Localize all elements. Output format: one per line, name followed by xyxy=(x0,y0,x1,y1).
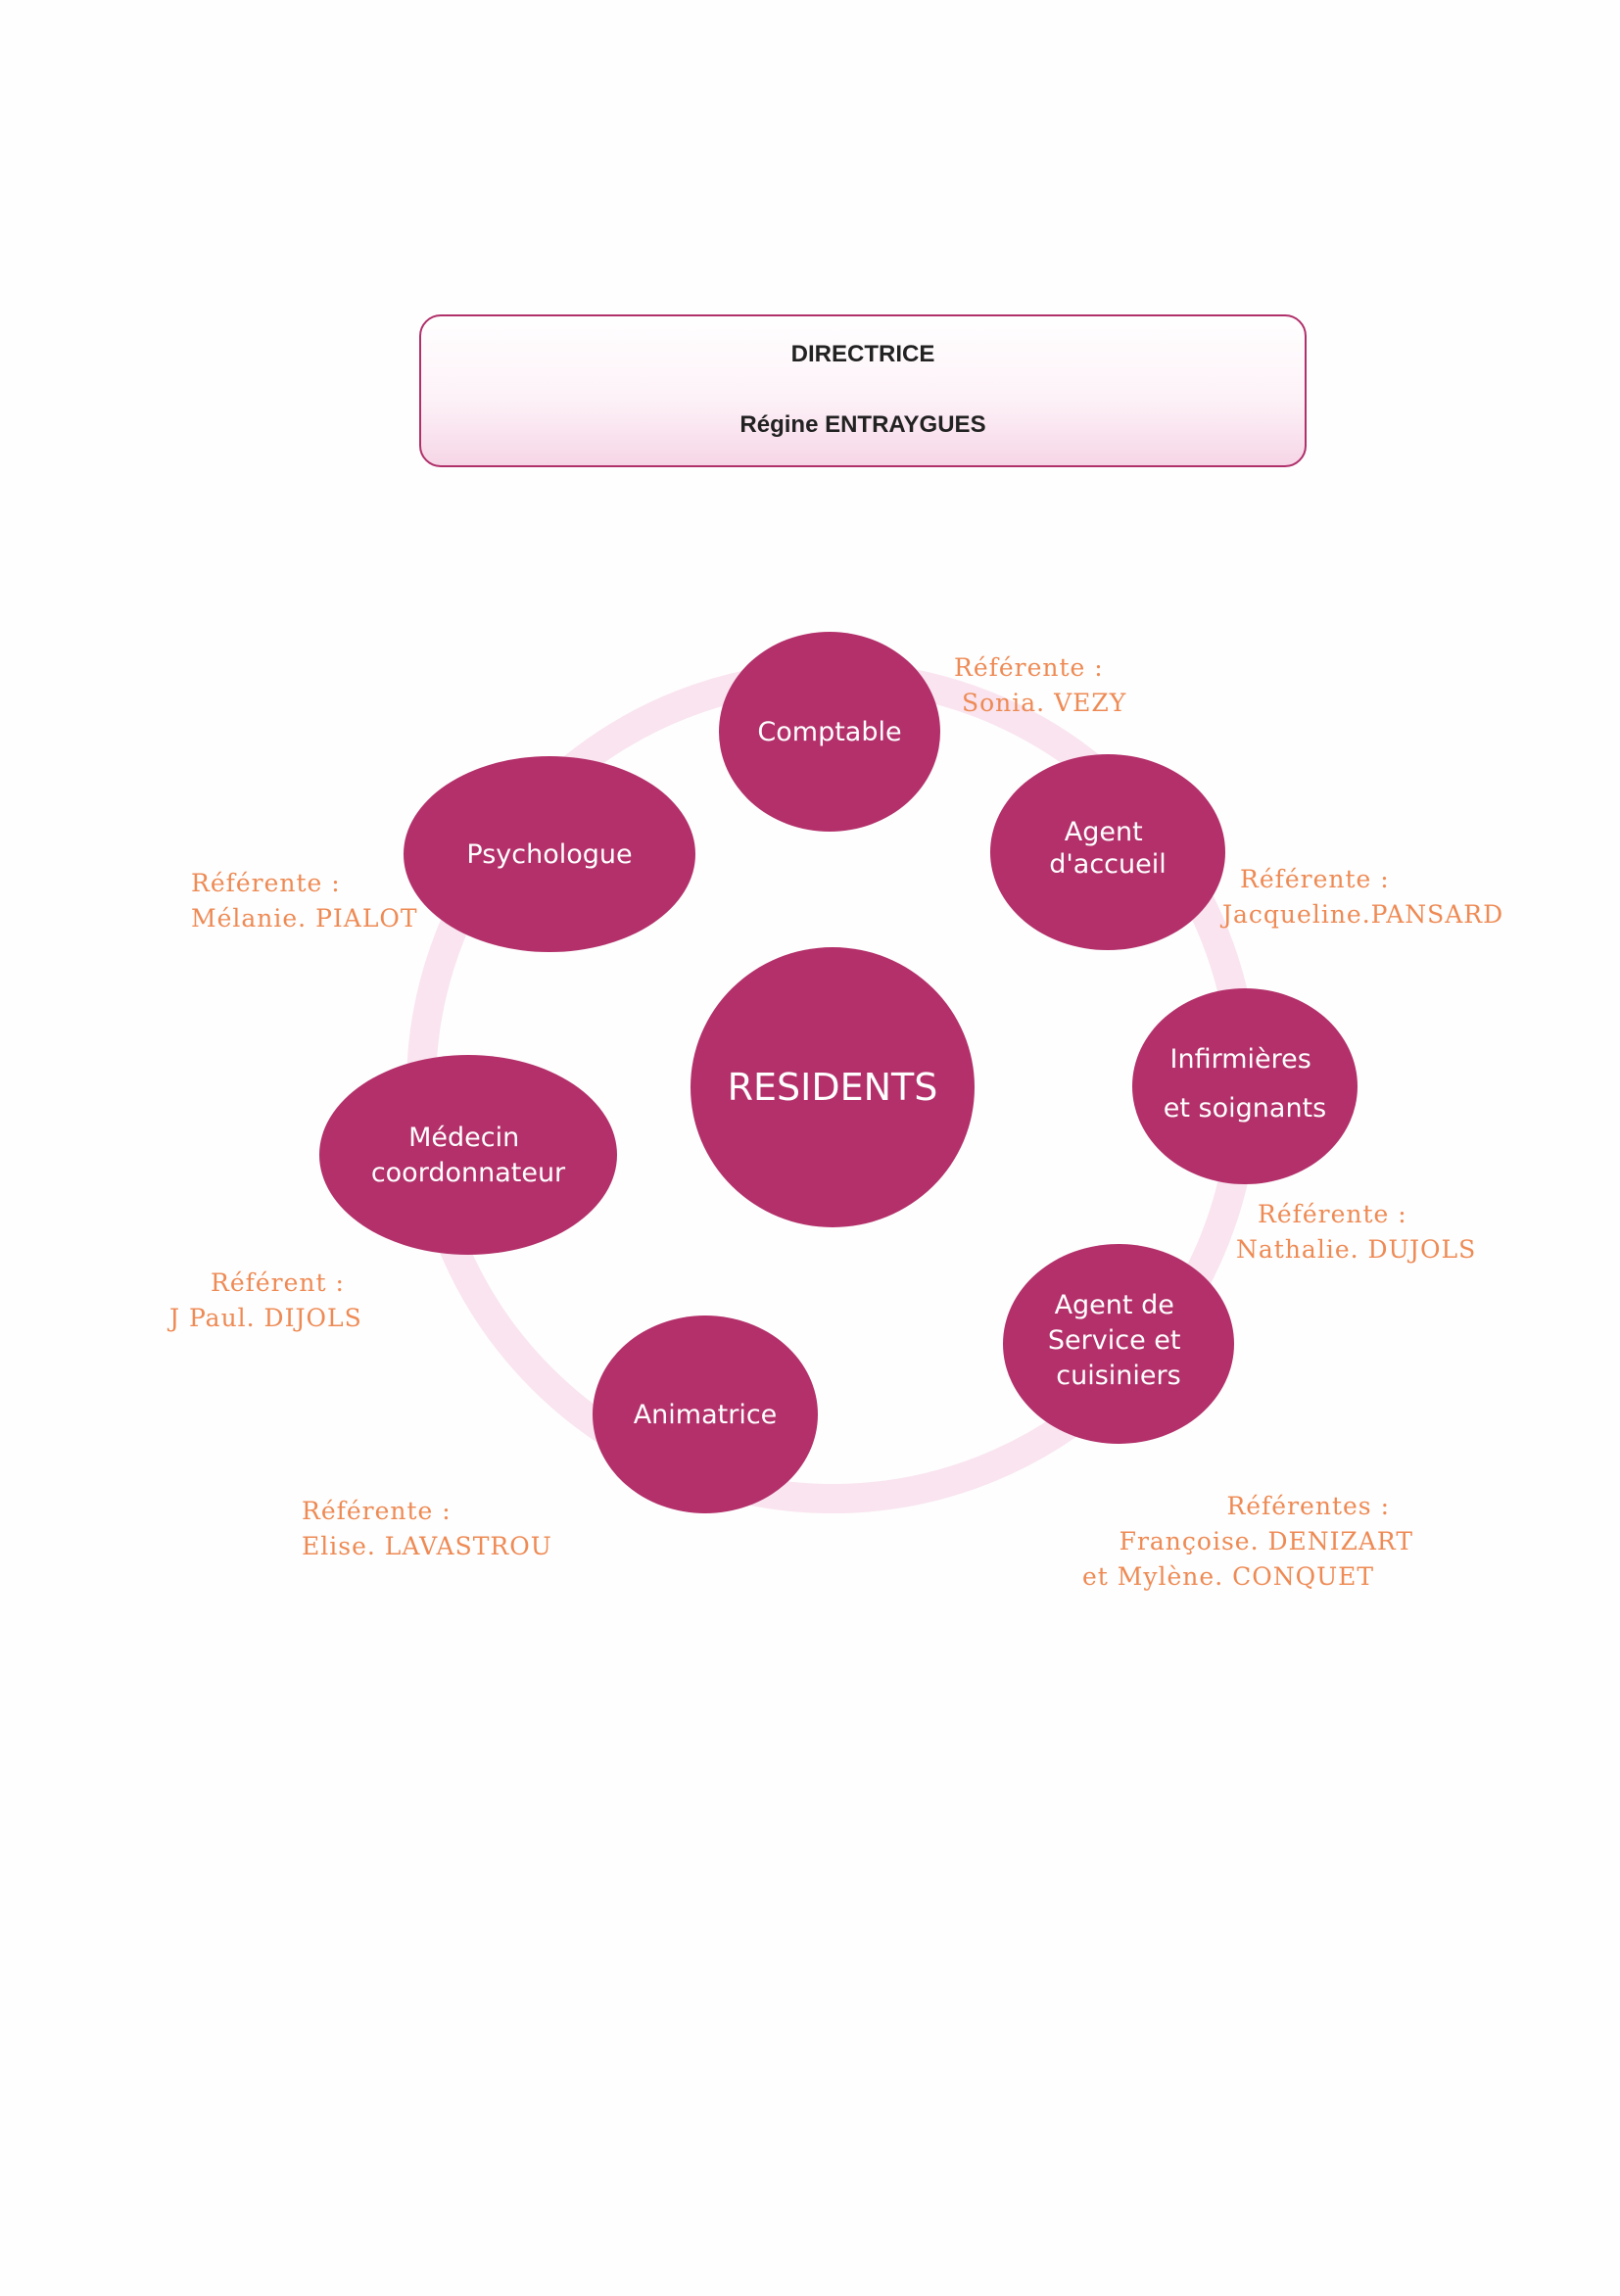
node-comptable: Comptable xyxy=(719,632,940,832)
node-comptable-label-line-1: Comptable xyxy=(757,717,901,747)
referent-psychologue: Référente : Mélanie. PIALOT xyxy=(191,866,418,936)
referent-medecin: Référent : J Paul. DIJOLS xyxy=(169,1266,362,1336)
svg-text:RESIDENTS: RESIDENTS xyxy=(728,1066,938,1109)
node-medecin-label-line-2: coordonnateur xyxy=(371,1158,566,1188)
svg-text:Médecin coordonnateur: Médecin coordonnateur xyxy=(371,1123,566,1188)
referent-infirmieres-person: Nathalie. DUJOLS xyxy=(1236,1235,1477,1264)
node-infirmieres: Infirmières et soignants xyxy=(1132,988,1358,1184)
referent-medecin-person: J Paul. DIJOLS xyxy=(169,1304,362,1332)
node-medecin: Médecin coordonnateur xyxy=(319,1055,617,1255)
node-agent-service-label-line-1: Agent de xyxy=(1055,1290,1174,1320)
referent-animatrice-person: Elise. LAVASTROU xyxy=(302,1532,552,1560)
node-agent-service: Agent de Service et cuisiniers xyxy=(1003,1244,1234,1444)
director-title: DIRECTRICE xyxy=(790,341,935,367)
svg-text:Infirmières et soignan: Infirmières et soignants xyxy=(1164,1044,1326,1124)
node-animatrice: Animatrice xyxy=(593,1315,818,1513)
node-agent-service-label-line-3: cuisiniers xyxy=(1056,1361,1180,1391)
svg-text:Animatrice: Animatrice xyxy=(634,1400,778,1430)
director-box: DIRECTRICE Régine ENTRAYGUES xyxy=(419,314,1307,467)
node-agent-accueil: Agent d'accueil xyxy=(990,754,1225,950)
node-infirmieres-label-line-1: Infirmières xyxy=(1170,1044,1311,1075)
node-comptable-shape xyxy=(719,632,940,832)
node-residents-shape xyxy=(691,947,975,1227)
referent-animatrice: Référente : Elise. LAVASTROU xyxy=(302,1494,552,1564)
referent-comptable-role: Référente : xyxy=(954,653,1104,682)
referent-agent-accueil-person: Jacqueline.PANSARD xyxy=(1222,900,1504,929)
referent-psychologue-person: Mélanie. PIALOT xyxy=(191,904,418,933)
node-infirmieres-label-line-2: et soignants xyxy=(1164,1093,1326,1124)
node-residents-label-line-1: RESIDENTS xyxy=(728,1066,938,1109)
referent-infirmieres-role: Référente : xyxy=(1258,1200,1407,1228)
director-name: Régine ENTRAYGUES xyxy=(739,411,986,438)
node-medecin-shape xyxy=(319,1055,617,1255)
node-animatrice-shape xyxy=(593,1315,818,1513)
referent-agent-service-person-1: Françoise. DENIZART xyxy=(1119,1527,1413,1555)
node-psychologue-shape xyxy=(404,756,695,952)
referent-agent-accueil-role: Référente : xyxy=(1240,865,1390,893)
node-agent-accueil-shape xyxy=(990,754,1225,950)
node-agent-service-shape xyxy=(1003,1244,1234,1444)
node-animatrice-label-line-1: Animatrice xyxy=(634,1400,778,1430)
referent-comptable-person: Sonia. VEZY xyxy=(962,689,1127,717)
node-agent-accueil-label-line-1: Agent xyxy=(1065,817,1143,847)
node-agent-service-label-line-2: Service et xyxy=(1048,1325,1181,1356)
node-infirmieres-shape xyxy=(1132,988,1358,1184)
svg-text:Agent d'accueil: Agent d'accueil xyxy=(1049,817,1167,880)
referent-medecin-role: Référent : xyxy=(211,1268,345,1297)
referent-comptable: Référente : Sonia. VEZY xyxy=(954,650,1126,721)
referent-psychologue-role: Référente : xyxy=(191,869,341,897)
node-psychologue: Psychologue xyxy=(404,756,695,952)
node-residents: RESIDENTS xyxy=(691,947,975,1227)
svg-text:Agent de Service et: Agent de Service et cuisiniers xyxy=(1048,1290,1189,1391)
node-psychologue-label-line-1: Psychologue xyxy=(466,839,632,870)
referent-infirmieres: Référente : Nathalie. DUJOLS xyxy=(1236,1197,1476,1268)
svg-text:Comptable: Comptable xyxy=(757,717,901,747)
referent-agent-accueil: Référente : Jacqueline.PANSARD xyxy=(1222,862,1503,933)
referent-animatrice-role: Référente : xyxy=(302,1497,452,1525)
node-medecin-label-line-1: Médecin xyxy=(408,1123,519,1153)
referent-agent-service: Référentes : Françoise. DENIZART et Mylè… xyxy=(1082,1489,1413,1595)
referent-agent-service-person-2: et Mylène. CONQUET xyxy=(1082,1562,1375,1591)
node-agent-accueil-label-line-2: d'accueil xyxy=(1049,849,1167,880)
svg-text:Psychologue: Psychologue xyxy=(466,839,632,870)
referent-agent-service-role: Référentes : xyxy=(1226,1492,1390,1520)
